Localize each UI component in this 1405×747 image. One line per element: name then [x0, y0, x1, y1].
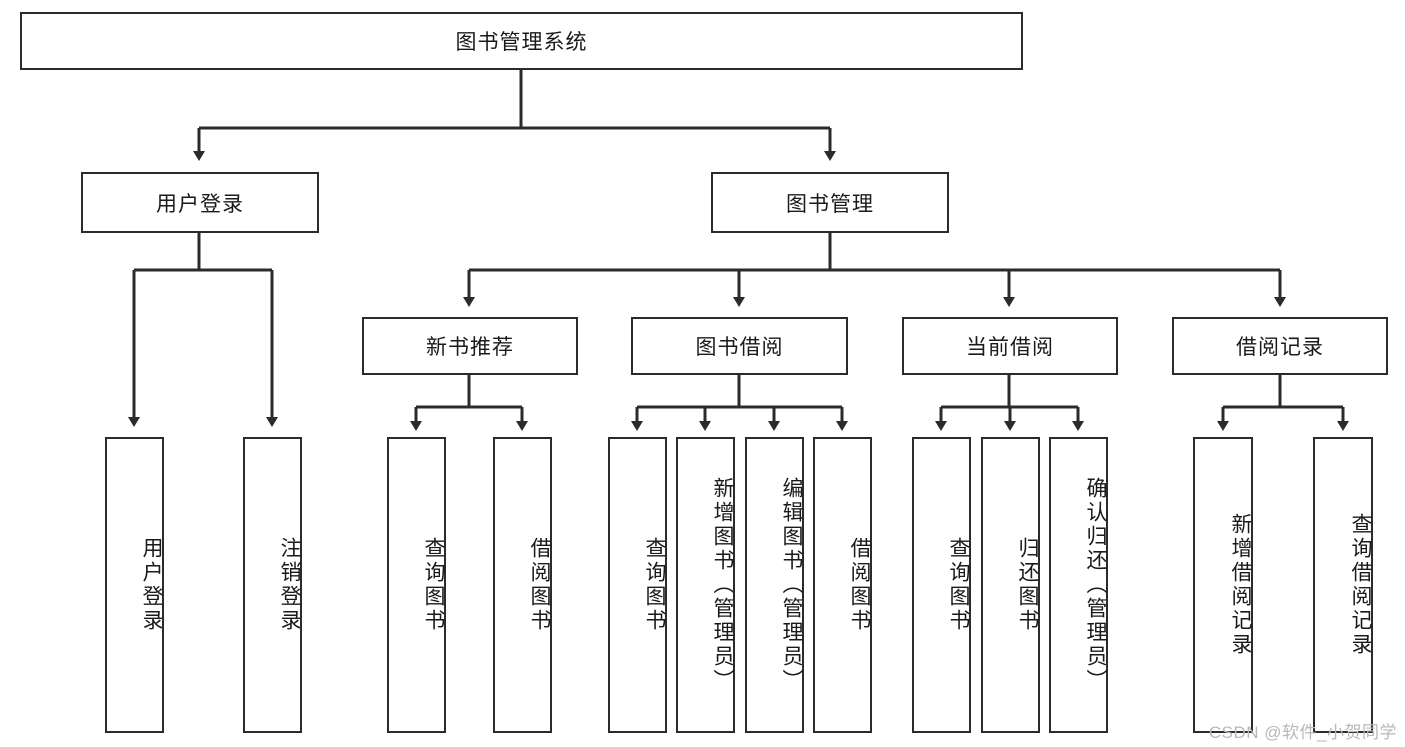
node-label: 确认归还（管理员） — [1084, 477, 1107, 693]
node-label: 图书管理 — [786, 192, 874, 216]
node-label: 新增借阅记录 — [1229, 513, 1252, 657]
node-label: 图书借阅 — [695, 336, 784, 359]
node-book-borrow[interactable]: 图书借阅 — [631, 317, 848, 375]
node-user-login[interactable]: 用户登录 — [81, 172, 319, 233]
csdn-watermark: CSDN @软件_小贺同学 — [1208, 723, 1397, 742]
leaf-recommend-query-book[interactable]: 查询图书 — [387, 437, 446, 733]
node-label: 查询图书 — [947, 537, 970, 633]
node-new-book-recommend[interactable]: 新书推荐 — [362, 317, 578, 375]
node-label: 注销登录 — [278, 537, 301, 633]
leaf-borrow-edit-book-admin[interactable]: 编辑图书（管理员） — [745, 437, 804, 733]
node-label: 当前借阅 — [966, 336, 1054, 359]
node-borrow-records[interactable]: 借阅记录 — [1172, 317, 1388, 375]
leaf-borrow-add-book-admin[interactable]: 新增图书（管理员） — [676, 437, 735, 733]
node-label: 新增图书（管理员） — [711, 477, 734, 693]
node-label: 用户登录 — [156, 192, 244, 216]
leaf-user-login-login[interactable]: 用户登录 — [105, 437, 164, 733]
leaf-recommend-borrow-book[interactable]: 借阅图书 — [493, 437, 552, 733]
leaf-user-login-logout[interactable]: 注销登录 — [243, 437, 302, 733]
leaf-borrow-borrow-book[interactable]: 借阅图书 — [813, 437, 872, 733]
node-label: 查询图书 — [643, 537, 666, 633]
node-label: 查询图书 — [422, 537, 445, 633]
node-book-management[interactable]: 图书管理 — [711, 172, 949, 233]
node-label: 归还图书 — [1016, 537, 1039, 633]
node-label: 借阅记录 — [1236, 336, 1324, 359]
leaf-current-return-book[interactable]: 归还图书 — [981, 437, 1040, 733]
leaf-current-query-book[interactable]: 查询图书 — [912, 437, 971, 733]
leaf-records-query-record[interactable]: 查询借阅记录 — [1313, 437, 1373, 733]
node-label: 查询借阅记录 — [1349, 513, 1372, 657]
leaf-borrow-query-book[interactable]: 查询图书 — [608, 437, 667, 733]
node-book-management-system[interactable]: 图书管理系统 — [20, 12, 1023, 70]
leaf-records-add-record[interactable]: 新增借阅记录 — [1193, 437, 1253, 733]
leaf-current-confirm-return-admin[interactable]: 确认归还（管理员） — [1049, 437, 1108, 733]
node-current-borrow[interactable]: 当前借阅 — [902, 317, 1118, 375]
node-label: 新书推荐 — [426, 336, 514, 359]
node-label: 编辑图书（管理员） — [780, 477, 803, 693]
node-label: 借阅图书 — [528, 537, 551, 633]
node-label: 借阅图书 — [848, 537, 871, 633]
node-label: 用户登录 — [140, 537, 163, 633]
node-label: 图书管理系统 — [455, 31, 588, 54]
